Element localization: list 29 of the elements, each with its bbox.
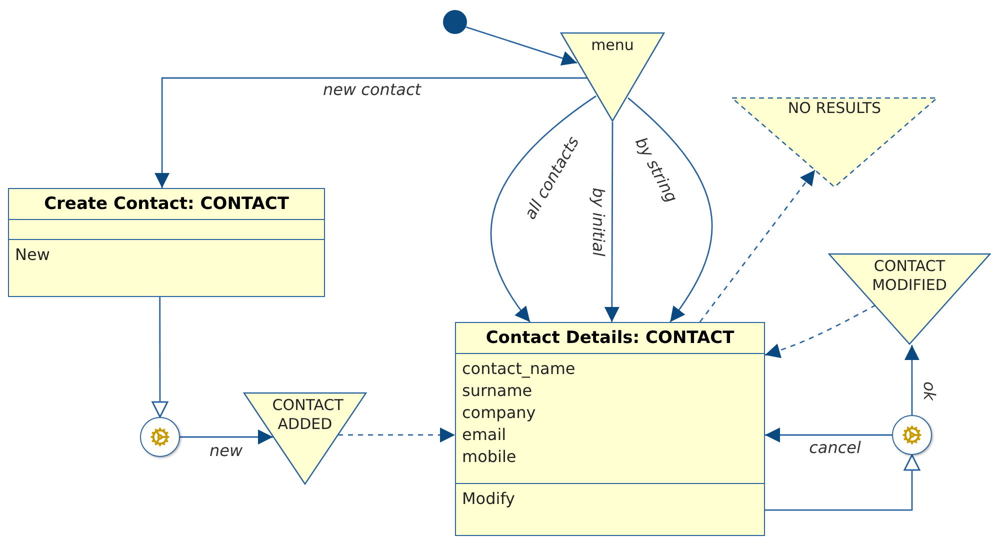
- transition-arrow: [180, 430, 273, 444]
- transition-arrow: [628, 97, 712, 322]
- transition-arrow: [338, 428, 455, 442]
- attribute-text: company: [462, 402, 536, 424]
- attribute-text: contact_name: [462, 358, 576, 380]
- attribute-text: surname: [462, 380, 532, 402]
- transition-arrow: [604, 122, 620, 322]
- class-title: Create Contact: CONTACT: [44, 193, 289, 216]
- attribute-text: email: [462, 424, 506, 446]
- state-label: menu: [590, 36, 635, 55]
- transition-arrow: [765, 454, 920, 511]
- transition-arrow: [764, 304, 876, 358]
- transition-arrow: [154, 77, 587, 188]
- transition-arrow: [490, 95, 596, 322]
- state-label: CONTACT ADDED: [271, 396, 344, 434]
- transition-arrow: [152, 297, 168, 418]
- class-title: Contact Details: CONTACT: [486, 327, 734, 350]
- transition-arrow: [904, 345, 920, 415]
- operation-text: Modify: [462, 488, 516, 510]
- class-box: [455, 322, 765, 536]
- transition-arrow: [765, 428, 892, 442]
- attribute-text: mobile: [462, 446, 516, 468]
- edge-label: by initial: [589, 186, 607, 258]
- transition-arrow: [466, 26, 578, 66]
- state-label: CONTACT MODIFIED: [871, 257, 948, 295]
- state-label: NO RESULTS: [786, 99, 882, 118]
- transition-arrow: [699, 170, 816, 322]
- class-box: [8, 188, 325, 297]
- operation-text: New: [15, 244, 50, 266]
